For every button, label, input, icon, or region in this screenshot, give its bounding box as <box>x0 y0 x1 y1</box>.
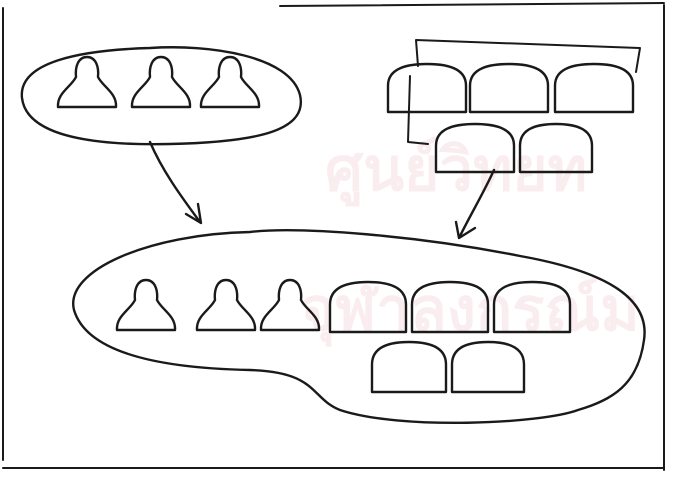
set-b-bracket <box>407 39 641 145</box>
bread-loaf-shape <box>518 122 594 174</box>
set-a-boundary <box>20 46 303 146</box>
bread-loaf-shape <box>386 62 468 114</box>
set-b <box>386 39 641 174</box>
bell-shape <box>259 278 321 332</box>
bell-shape <box>199 55 261 109</box>
watermark: ศูนย์วิทยท จุฬาลงกรณ์ม <box>300 135 640 347</box>
bread-loaf-shape <box>434 122 516 174</box>
arrows <box>148 140 496 240</box>
bread-loaf-shape <box>328 280 408 334</box>
bread-loaf-shape <box>492 280 572 334</box>
bell-shape <box>195 278 257 332</box>
bread-loaf-shape <box>553 62 635 114</box>
page-frame <box>2 2 665 471</box>
bell-shape <box>56 55 118 109</box>
watermark-line-2: จุฬาลงกรณ์ม <box>300 275 640 347</box>
arrow-set-a-to-union <box>148 140 203 225</box>
set-a <box>20 46 303 146</box>
bell-shape <box>115 278 177 332</box>
bread-loaf-shape <box>410 280 490 334</box>
bread-loaf-shape <box>370 340 448 394</box>
bell-shape <box>130 55 192 109</box>
union-boundary <box>72 229 646 425</box>
frame-top-edge <box>279 2 665 7</box>
arrow-set-b-to-union <box>454 168 496 240</box>
bread-loaf-shape <box>450 340 526 394</box>
union-set <box>72 229 646 425</box>
bread-loaf-shape <box>468 62 550 114</box>
